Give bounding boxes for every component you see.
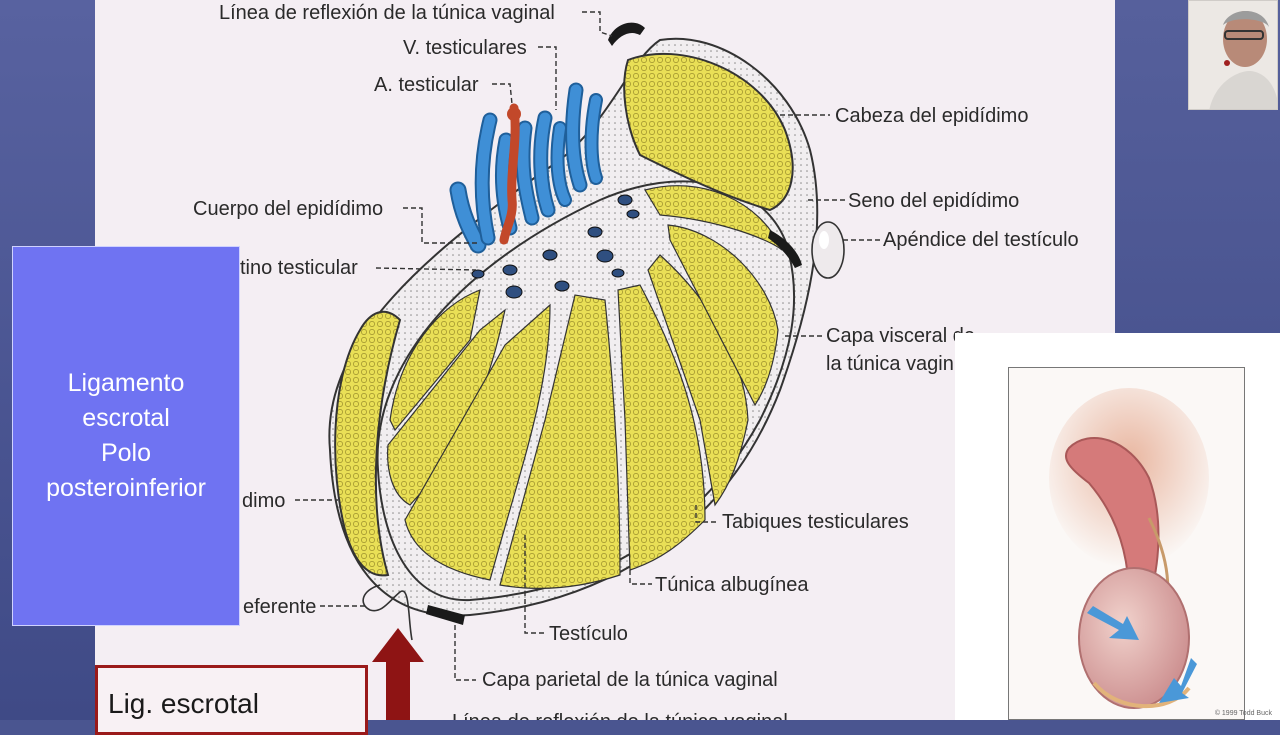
sinus-mark — [768, 230, 802, 268]
inset-illustration-panel: © 1999 Todd Buck — [955, 333, 1280, 720]
scrotal-ligament-callout: Ligamento escrotal Polo posteroinferior — [12, 246, 240, 626]
lobule — [389, 289, 481, 432]
label-deferente: eferente — [243, 596, 316, 618]
red-up-arrow — [372, 628, 424, 720]
label-bottom-cut: Línea de reflexión de la túnica vaginal — [452, 711, 788, 720]
label-v-testiculares: V. testiculares — [403, 37, 527, 59]
lobule — [647, 254, 749, 507]
testicular-artery — [499, 103, 520, 245]
lobule — [404, 303, 551, 581]
scrotal-ligament-text: Ligamento escrotal Polo posteroinferior — [46, 369, 206, 502]
appendix-testis — [811, 221, 845, 279]
appendix-highlight — [819, 231, 829, 249]
leader-lines — [295, 11, 880, 681]
testis-rotation-illustration — [1049, 388, 1209, 709]
testis-diagram: Línea de reflexión de la túnica vaginal … — [193, 2, 1079, 720]
parietal-mark — [426, 605, 465, 625]
presenter-figure — [1189, 1, 1277, 109]
label-capa-parietal: Capa parietal de la túnica vaginal — [482, 669, 778, 691]
inset-illustration — [1008, 367, 1245, 720]
label-cuerpo-epididimo: Cuerpo del epidídimo — [193, 198, 383, 220]
ligament-label-text: Lig. escrotal — [108, 688, 259, 719]
label-tabiques: Tabiques testiculares — [722, 511, 909, 533]
illustration-credit: © 1999 Todd Buck — [1214, 710, 1272, 717]
lobule — [499, 294, 621, 590]
ligament-label-box: Lig. escrotal — [95, 665, 368, 735]
label-capa-visceral-1: Capa visceral de — [826, 325, 975, 347]
label-capa-visceral-2: la túnica vagin — [826, 353, 954, 375]
epididymis-head — [623, 52, 794, 212]
label-apendice-testiculo: Apéndice del testículo — [883, 229, 1079, 251]
epididymis-tail — [334, 310, 402, 577]
lobule — [667, 224, 779, 407]
label-testiculo: Testículo — [549, 623, 628, 645]
label-seno-epididimo: Seno del epidídimo — [848, 190, 1019, 212]
ductus-deferens — [362, 584, 413, 641]
label-epididimo-cola: dimo — [242, 490, 285, 512]
lobule — [617, 284, 706, 571]
label-cabeza-epididimo: Cabeza del epidídimo — [835, 105, 1028, 127]
label-linea-reflexion: Línea de reflexión de la túnica vaginal — [219, 2, 555, 24]
artery-top — [507, 107, 521, 121]
reflection-mark — [608, 22, 645, 46]
mediastinum-vessels — [471, 194, 640, 299]
label-mediastino: tino testicular — [240, 257, 358, 279]
presenter-webcam — [1188, 0, 1278, 110]
label-tunica-albuginea: Túnica albugínea — [655, 574, 809, 596]
label-a-testicular: A. testicular — [374, 74, 479, 96]
